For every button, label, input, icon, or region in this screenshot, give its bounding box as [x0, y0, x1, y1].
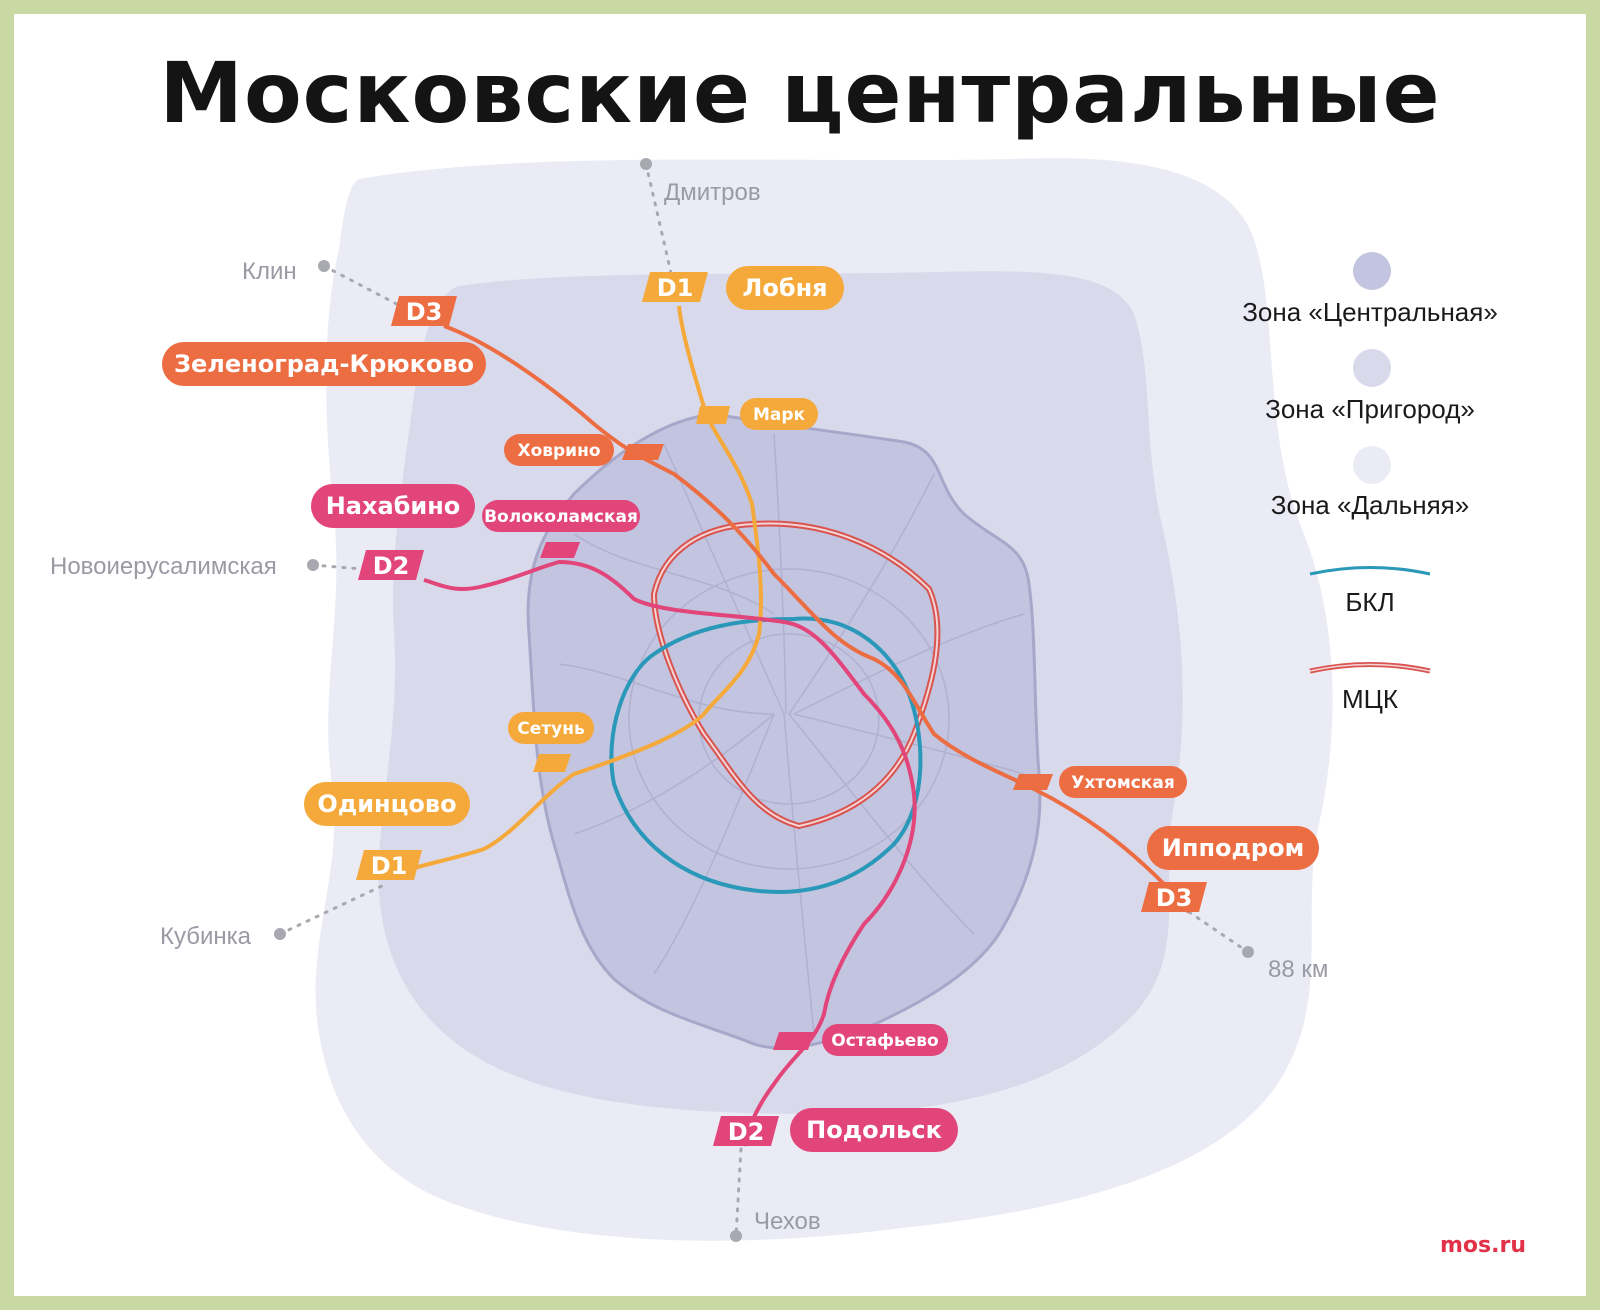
station-mark-label: Марк	[753, 405, 806, 425]
badge-d1-west: D1	[356, 850, 422, 880]
legend-zone-central-swatch	[1353, 252, 1391, 290]
station-ostafyevo: Остафьево	[822, 1024, 948, 1056]
station-setun: Сетунь	[508, 712, 594, 744]
legend: Зона «Центральная» Зона «Пригород» Зона …	[1242, 252, 1498, 714]
station-ukhtomskaya-label: Ухтомская	[1071, 773, 1175, 793]
mck-ring-inner	[652, 522, 939, 828]
station-volokolamskaya: Волоколамская	[482, 500, 640, 532]
label-novoierusalimskaya: Новоиерусалимская	[50, 553, 277, 580]
label-88km: 88 км	[1268, 956, 1328, 983]
station-ostafyevo-label: Остафьево	[831, 1031, 938, 1051]
badge-d3-east: D3	[1141, 882, 1207, 912]
terminal-odintsovo-label: Одинцово	[317, 790, 456, 818]
station-ukhtomskaya: Ухтомская	[1059, 766, 1187, 798]
outer-terminal-dots	[274, 158, 1254, 1242]
d3-line	[443, 324, 1191, 914]
label-kubinka: Кубинка	[160, 923, 252, 950]
terminal-lobnya: Лобня	[726, 266, 844, 310]
terminal-nakhabino: Нахабино	[311, 484, 475, 528]
terminal-zelenograd-label: Зеленоград-Крюково	[174, 350, 474, 378]
station-mark: Марк	[740, 398, 818, 430]
legend-zone-far-swatch	[1353, 446, 1391, 484]
badge-d2-west-label: D2	[373, 552, 410, 580]
legend-bkl-swatch	[1309, 566, 1431, 576]
badge-d3-north-label: D3	[406, 298, 443, 326]
station-volokolamskaya-label: Волоколамская	[484, 507, 638, 527]
legend-bkl: БКЛ	[1345, 587, 1394, 617]
dotted-extensions	[278, 162, 1250, 1238]
terminal-ippodrom: Ипподром	[1147, 826, 1319, 870]
legend-zone-central: Зона «Центральная»	[1242, 297, 1498, 327]
d2-line	[423, 559, 917, 1147]
badge-d2-west: D2	[358, 550, 424, 580]
station-khovrino-label: Ховрино	[517, 441, 600, 461]
label-dmitrov: Дмитров	[664, 179, 761, 206]
station-khovrino: Ховрино	[504, 434, 614, 466]
legend-zone-far: Зона «Дальняя»	[1271, 490, 1469, 520]
transit-map: Дмитров Клин Новоиерусалимская Кубинка 8…	[50, 158, 1498, 1242]
label-klin: Клин	[242, 258, 297, 285]
legend-zone-suburb-swatch	[1353, 349, 1391, 387]
terminal-zelenograd: Зеленоград-Крюково	[162, 342, 486, 386]
legend-zone-suburb: Зона «Пригород»	[1265, 394, 1475, 424]
brand-logo: mos.ru	[1439, 1233, 1526, 1258]
d1-line	[393, 305, 763, 876]
badge-d2-south: D2	[713, 1116, 779, 1146]
badge-d1-west-label: D1	[371, 852, 408, 880]
badge-d3-east-label: D3	[1156, 884, 1193, 912]
terminal-odintsovo: Одинцово	[304, 782, 470, 826]
label-chekhov: Чехов	[754, 1208, 821, 1235]
legend-mck: МЦК	[1342, 684, 1398, 714]
station-markers	[533, 406, 1053, 1050]
terminal-lobnya-label: Лобня	[742, 274, 827, 302]
badge-d1-north: D1	[642, 272, 708, 302]
badge-d1-north-label: D1	[657, 274, 694, 302]
poster: Московские центральные диаметры	[14, 14, 1586, 1296]
station-setun-label: Сетунь	[517, 719, 584, 739]
badge-d3-north: D3	[391, 296, 457, 326]
terminal-nakhabino-label: Нахабино	[326, 492, 461, 520]
terminal-ippodrom-label: Ипподром	[1162, 834, 1304, 862]
badge-d2-south-label: D2	[728, 1118, 765, 1146]
terminal-podolsk-label: Подольск	[806, 1116, 942, 1144]
legend-mck-swatch-inner	[1309, 663, 1431, 672]
terminal-podolsk: Подольск	[790, 1108, 958, 1152]
road-network	[558, 433, 1025, 1035]
